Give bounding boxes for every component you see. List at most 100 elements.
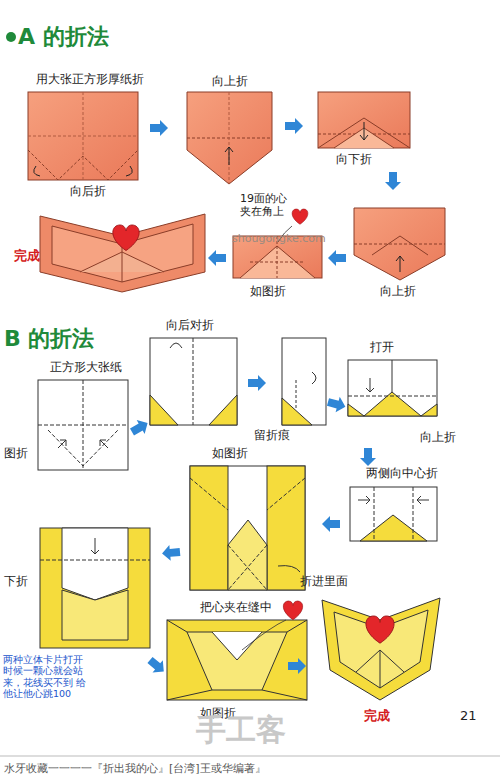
fold-step [318, 118, 410, 148]
fold-step [167, 620, 307, 700]
step-arrow [150, 120, 168, 136]
credit-line: 水牙收藏一一一一『折出我的心』[台湾]王或华编著』 [4, 762, 266, 775]
fold-step [40, 528, 150, 648]
fold-instruction: 向下折 [336, 152, 372, 166]
fold-instruction: 下折 [4, 574, 28, 588]
fold-step [296, 380, 297, 410]
fold-step [358, 496, 370, 504]
step-arrow [385, 172, 401, 190]
fold-step [150, 338, 237, 425]
watermark: 手工客 [196, 712, 286, 748]
fold-step [193, 338, 194, 425]
fold-step [100, 440, 108, 448]
fold-step [250, 262, 304, 263]
fold-step [360, 515, 427, 541]
fold-step [312, 372, 316, 384]
step-arrow [128, 416, 152, 439]
fold-step [190, 466, 228, 590]
fold-step [282, 338, 326, 425]
fold-step [62, 590, 128, 640]
fold-step [40, 560, 150, 561]
fold-step [187, 92, 272, 184]
step-arrow [248, 375, 266, 391]
fold-instruction: 打开 [370, 340, 394, 354]
fold-step [396, 256, 404, 272]
fold-step [38, 380, 128, 470]
fold-instruction: 向上折 [380, 284, 416, 298]
step-arrow [285, 118, 303, 134]
fold-instruction: 向上折 [212, 74, 248, 88]
fold-step [28, 92, 138, 180]
finished-card [40, 214, 205, 292]
side-note: 两种立体卡片打开 时候一颗心就会站 来，花线买不到 给他让他心跳100 [3, 654, 95, 700]
fold-instruction: 折进里面 [300, 574, 348, 588]
fold-step [392, 360, 393, 392]
fold-step [225, 147, 233, 165]
finished-card [380, 650, 381, 688]
fold-instruction: 如图折 [212, 446, 248, 460]
finished-card [334, 610, 428, 688]
step-arrow [145, 654, 169, 678]
fold-instruction: 向后折 [70, 184, 106, 198]
fold-step [287, 620, 307, 632]
fold-step [126, 166, 132, 176]
fold-instruction: 图折 [4, 446, 28, 460]
fold-step [348, 360, 437, 416]
fold-step [292, 209, 308, 224]
step-arrow [322, 516, 340, 532]
fold-step [28, 136, 138, 137]
fold-step [190, 466, 305, 590]
fold-step [283, 601, 302, 620]
fold-step [421, 404, 437, 416]
fold-step [228, 545, 267, 590]
finished-card [322, 598, 440, 700]
footer-rule [0, 756, 500, 757]
step-arrow [360, 448, 376, 466]
finished-card [122, 244, 123, 282]
finished-card [40, 214, 205, 292]
fold-step [38, 425, 128, 426]
fold-step [354, 208, 445, 280]
step-arrow [128, 375, 376, 678]
fold-step [282, 398, 312, 425]
fold-step [348, 404, 364, 416]
fold-step [187, 632, 287, 690]
watermark: shougongke.com [232, 232, 326, 245]
fold-step [150, 395, 178, 425]
fold-step [228, 545, 267, 590]
finished-card [322, 598, 440, 700]
fold-step [62, 528, 128, 600]
fold-instruction: 两侧向中心折 [366, 466, 438, 480]
heading-dot [6, 32, 16, 42]
finished-card [366, 616, 394, 643]
fold-step [167, 620, 187, 632]
fold-step [282, 338, 326, 425]
fold-step [167, 601, 307, 700]
finish-label: 完成 [14, 248, 40, 264]
page-number: 21 [460, 708, 477, 724]
finished-card [113, 225, 139, 251]
fold-step [350, 487, 437, 541]
fold-step [318, 92, 410, 148]
fold-step [229, 92, 230, 184]
fold-step [38, 380, 128, 470]
fold-step [354, 244, 445, 245]
fold-step [187, 92, 272, 184]
finish-label: 完成 [364, 708, 390, 724]
callout-note: 19面的心夹在角上 [240, 192, 292, 218]
fold-step [190, 478, 228, 510]
fold-step [34, 166, 40, 176]
fold-step [150, 338, 237, 425]
section-heading: B 的折法 [4, 326, 94, 352]
step-arrow [150, 118, 401, 266]
step-arrow [326, 394, 348, 414]
fold-step [360, 122, 368, 140]
fold-step [209, 395, 237, 425]
fold-step [170, 343, 182, 348]
fold-step [262, 690, 307, 700]
fold-instruction: 向后对折 [166, 318, 214, 332]
fold-step [348, 396, 437, 397]
fold-step [58, 440, 66, 448]
fold-step [372, 236, 428, 255]
